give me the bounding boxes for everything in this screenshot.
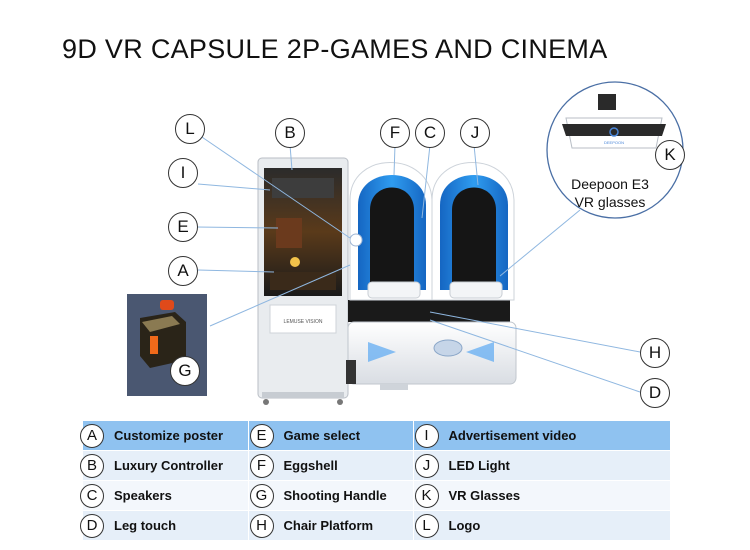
legend-letter: C bbox=[80, 483, 104, 508]
egg-capsule-left bbox=[349, 162, 433, 301]
legend-letter: K bbox=[414, 483, 439, 508]
glasses-caption-line1: Deepoon E3 bbox=[571, 176, 649, 192]
callout-e: E bbox=[168, 212, 198, 242]
callout-g: G bbox=[170, 356, 200, 386]
legend-label: Shooting Handle bbox=[283, 488, 387, 503]
legend-letter: H bbox=[249, 513, 274, 538]
glasses-logo-text: DEEPOON bbox=[604, 140, 624, 145]
legend-letter: E bbox=[249, 423, 274, 448]
legend-letter: J bbox=[414, 453, 439, 478]
legend-label: Eggshell bbox=[283, 458, 338, 473]
callout-h: H bbox=[640, 338, 670, 368]
callout-j: J bbox=[460, 118, 490, 148]
legend-label: Logo bbox=[448, 518, 481, 533]
legend-letter: B bbox=[80, 453, 104, 478]
callout-d: D bbox=[640, 378, 670, 408]
legend-letter: D bbox=[80, 513, 104, 538]
legend-label: Luxury Controller bbox=[114, 458, 224, 473]
legend-letter: A bbox=[80, 423, 104, 448]
callout-a: A bbox=[168, 256, 198, 286]
callout-f: F bbox=[380, 118, 410, 148]
legend-letter: I bbox=[414, 423, 439, 448]
legend-label: Advertisement video bbox=[448, 428, 577, 443]
chair-platform bbox=[346, 300, 517, 390]
page-title: 9D VR CAPSULE 2P-GAMES AND CINEMA bbox=[62, 34, 608, 64]
vr-glasses-inset: DEEPOON bbox=[546, 81, 684, 219]
callout-c: C bbox=[415, 118, 445, 148]
legend-letter: G bbox=[249, 483, 274, 508]
legend-letter: L bbox=[414, 513, 439, 538]
product-illustration: LEMUSE VISION DEEPOON bbox=[127, 81, 684, 405]
legend-label: Leg touch bbox=[114, 518, 177, 533]
glasses-caption: Deepoon E3 VR glasses bbox=[560, 175, 660, 211]
leader-lines bbox=[195, 132, 641, 393]
legend-label: VR Glasses bbox=[448, 488, 521, 503]
legend-row: A Customize poster E Game select I Advertis… bbox=[80, 421, 670, 451]
legend-label: LED Light bbox=[448, 458, 510, 473]
shooting-handle-photo bbox=[127, 294, 207, 396]
legend-letter: F bbox=[249, 453, 274, 478]
egg-capsule-right bbox=[431, 162, 515, 301]
legend-label: Chair Platform bbox=[283, 518, 374, 533]
luxury-controller-kiosk: LEMUSE VISION bbox=[257, 157, 349, 405]
kiosk-brand-text: LEMUSE VISION bbox=[284, 319, 323, 325]
callout-b: B bbox=[275, 118, 305, 148]
legend-label: Game select bbox=[283, 428, 361, 443]
legend-label: Customize poster bbox=[114, 428, 224, 443]
legend-label: Speakers bbox=[114, 488, 172, 503]
callout-i: I bbox=[168, 158, 198, 188]
callout-k: K bbox=[655, 140, 685, 170]
callout-l: L bbox=[175, 114, 205, 144]
glasses-caption-line2: VR glasses bbox=[574, 194, 646, 210]
legend-row: B Luxury Controller F Eggshell J LED Light bbox=[80, 450, 670, 481]
parts-legend-table: A Customize poster E Game select I Advertis… bbox=[80, 421, 670, 541]
legend-row: D Leg touch H Chair Platform L Logo bbox=[80, 510, 670, 541]
legend-row: C Speakers G Shooting Handle K VR Glasses bbox=[80, 480, 670, 511]
